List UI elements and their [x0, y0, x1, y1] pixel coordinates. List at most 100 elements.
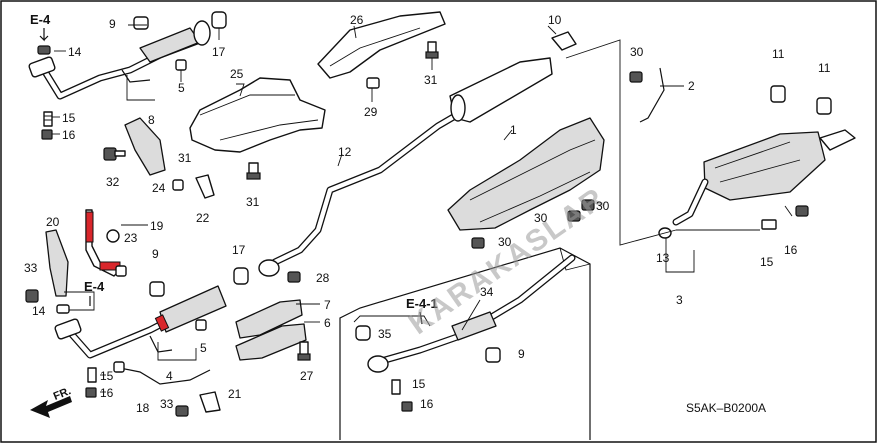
callout-23[interactable]: 23 [124, 231, 138, 245]
callout-15-mid[interactable]: 15 [100, 369, 114, 383]
hanger-rubber-9-top[interactable] [133, 16, 149, 30]
o2-sensor-18[interactable] [113, 361, 211, 385]
front-pipe-catalytic[interactable] [54, 285, 227, 359]
hanger-bracket-2[interactable] [639, 67, 665, 123]
heat-shield-25[interactable] [189, 77, 326, 153]
callout-6[interactable]: 6 [324, 316, 331, 330]
bolt-27[interactable] [297, 341, 311, 361]
gasket-35[interactable] [355, 325, 371, 341]
callout-28[interactable]: 28 [316, 271, 330, 285]
callout-5-top[interactable]: 5 [178, 81, 185, 95]
callout-10[interactable]: 10 [548, 13, 562, 27]
bolt-31a[interactable] [172, 179, 184, 191]
bolt-15-top[interactable] [43, 111, 53, 127]
bolt-15-inset[interactable] [391, 379, 401, 395]
callout-15-inset[interactable]: 15 [412, 377, 426, 391]
o2-sensor-19[interactable] [85, 209, 127, 277]
nut-16-rear[interactable] [795, 205, 809, 217]
callout-5-mid[interactable]: 5 [200, 341, 207, 355]
clip-29[interactable] [366, 77, 380, 89]
ref-e4-1[interactable]: E-4-1 [406, 296, 438, 311]
bolt-33a[interactable] [25, 289, 39, 303]
callout-2[interactable]: 2 [688, 79, 695, 93]
callout-9-inset[interactable]: 9 [518, 347, 525, 361]
nut-16-inset[interactable] [401, 401, 413, 412]
clip-21[interactable] [199, 391, 221, 413]
rear-muffler[interactable] [672, 129, 856, 226]
heat-shield-26[interactable] [317, 11, 446, 79]
callout-3[interactable]: 3 [676, 293, 683, 307]
callout-31-top[interactable]: 31 [424, 73, 438, 87]
callout-14-top[interactable]: 14 [68, 45, 82, 59]
gasket-14-mid[interactable] [56, 304, 70, 314]
bolt-32[interactable] [103, 147, 126, 161]
callout-25[interactable]: 25 [230, 67, 244, 81]
callout-34[interactable]: 34 [480, 285, 494, 299]
callout-11-right[interactable]: 11 [818, 61, 831, 75]
callout-15-top[interactable]: 15 [62, 111, 76, 125]
middle-pipe-12[interactable] [258, 108, 466, 277]
callout-18[interactable]: 18 [136, 401, 150, 415]
heat-shield-1[interactable] [447, 117, 605, 231]
bolt-30c[interactable] [471, 237, 485, 249]
inset-pipe-34[interactable] [367, 254, 576, 373]
hanger-rubber-11b[interactable] [816, 97, 832, 115]
callout-31-left[interactable]: 31 [178, 151, 192, 165]
bracket-10[interactable] [551, 31, 577, 51]
heat-shield-7[interactable] [235, 299, 303, 339]
bolt-30a[interactable] [567, 210, 581, 222]
callout-9-mid[interactable]: 9 [152, 247, 159, 261]
ref-e4-mid[interactable]: E-4 [84, 279, 105, 294]
callout-30-low[interactable]: 30 [498, 235, 512, 249]
bolt-28[interactable] [287, 271, 301, 283]
callout-7[interactable]: 7 [324, 298, 331, 312]
callout-33-low[interactable]: 33 [160, 397, 174, 411]
clip-23[interactable] [106, 229, 120, 243]
callout-30-right[interactable]: 30 [596, 199, 610, 213]
bolt-31b[interactable] [246, 162, 261, 180]
nut-5-mid[interactable] [195, 319, 207, 331]
callout-27[interactable]: 27 [300, 369, 314, 383]
bracket-20[interactable] [45, 229, 69, 297]
callout-16-top[interactable]: 16 [62, 128, 76, 142]
callout-4[interactable]: 4 [166, 369, 173, 383]
clip-22[interactable] [195, 174, 215, 199]
nut-16-top[interactable] [41, 129, 53, 140]
callout-9-top[interactable]: 9 [109, 17, 116, 31]
callout-1[interactable]: 1 [510, 123, 517, 137]
hanger-rubber-9-inset[interactable] [485, 347, 501, 363]
nut-16-mid[interactable] [85, 387, 97, 398]
ref-e4-top[interactable]: E-4 [30, 12, 51, 27]
gasket-17-top[interactable] [211, 11, 227, 29]
bolt-33b[interactable] [175, 405, 189, 417]
callout-24[interactable]: 24 [152, 181, 166, 195]
callout-35[interactable]: 35 [378, 327, 392, 341]
hanger-rubber-9-mid[interactable] [149, 281, 165, 297]
callout-13[interactable]: 13 [656, 251, 670, 265]
callout-32[interactable]: 32 [106, 175, 120, 189]
callout-21[interactable]: 21 [228, 387, 242, 401]
hanger-rubber-11a[interactable] [770, 85, 786, 103]
heat-shield-6[interactable] [235, 323, 307, 361]
callout-19[interactable]: 19 [150, 219, 164, 233]
nut-5-top[interactable] [175, 59, 187, 71]
callout-30-mid[interactable]: 30 [534, 211, 548, 225]
bolt-15-rear[interactable] [761, 219, 777, 230]
callout-26[interactable]: 26 [350, 13, 364, 27]
callout-12[interactable]: 12 [338, 145, 352, 159]
callout-22[interactable]: 22 [196, 211, 210, 225]
gasket-17-mid[interactable] [233, 267, 249, 285]
gasket-14-top[interactable] [37, 45, 51, 55]
callout-29[interactable]: 29 [364, 105, 378, 119]
front-pipe-upper[interactable] [28, 20, 211, 100]
callout-17-top[interactable]: 17 [212, 45, 226, 59]
callout-16-mid[interactable]: 16 [100, 386, 114, 400]
callout-31-mid[interactable]: 31 [246, 195, 260, 209]
callout-14-mid[interactable]: 14 [32, 304, 46, 318]
bolt-31c[interactable] [425, 41, 439, 59]
callout-16-rear[interactable]: 16 [784, 243, 798, 257]
callout-30-top[interactable]: 30 [630, 45, 644, 59]
callout-16-inset[interactable]: 16 [420, 397, 434, 411]
callout-20[interactable]: 20 [46, 215, 60, 229]
callout-15-rear[interactable]: 15 [760, 255, 774, 269]
